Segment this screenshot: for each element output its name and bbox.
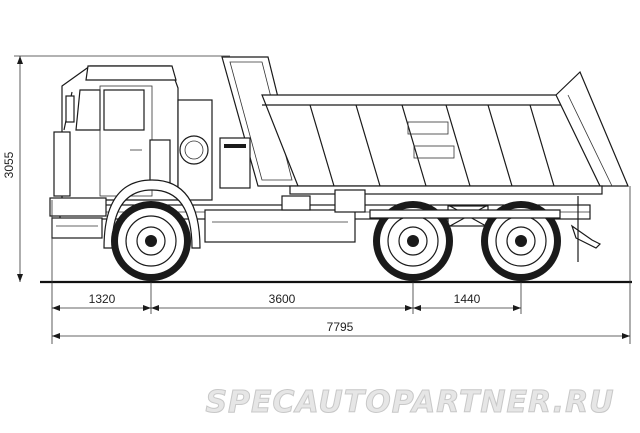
front-overhang-label: 1320 [89,292,116,306]
rear-axle-spacing-label: 1440 [454,292,481,306]
wheel-front [111,201,191,281]
dimension-lines [14,55,631,344]
dump-body [221,56,629,195]
overall-length-label: 7795 [327,320,354,334]
wheel-rear-2 [481,201,561,281]
rear-fender [369,209,561,219]
front-fender [103,179,201,249]
cab [49,65,251,239]
wheel-rear-1 [373,201,453,281]
watermark-text: SPECAUTOPARTNER.RU [205,385,614,420]
height-dimension-label: 3055 [2,151,16,178]
wheelbase-label: 3600 [269,292,296,306]
